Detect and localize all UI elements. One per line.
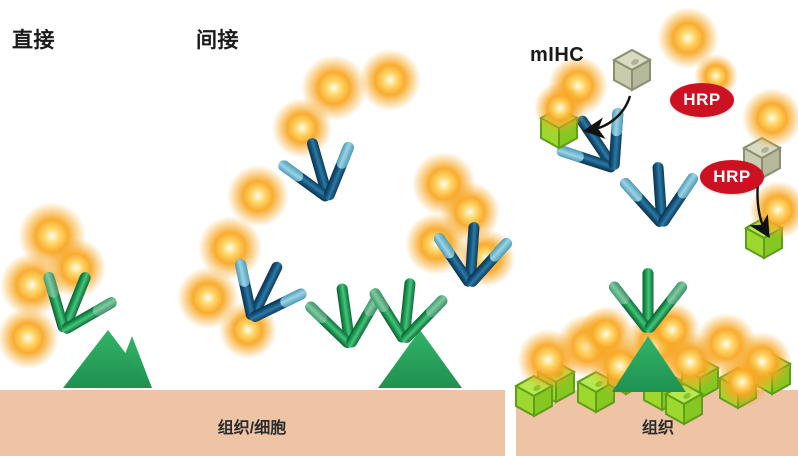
panel-label-mihc: mIHC	[530, 44, 585, 66]
antigen-triangle-right	[612, 336, 686, 392]
panel-mihc-artwork	[515, 7, 798, 425]
primary-antibody-indirect-2	[362, 274, 452, 350]
substrate-cube-converted-2	[745, 217, 783, 259]
tissue-label-left: 组织/细胞	[217, 420, 287, 437]
panel-indirect-artwork	[177, 49, 516, 388]
secondary-antibody-mihc	[616, 159, 704, 232]
hrp-badge-lower: HRP	[700, 160, 764, 194]
secondary-antibody-indirect-1	[271, 127, 370, 215]
panel-label-indirect: 间接	[196, 29, 239, 52]
hrp-badge-upper: HRP	[670, 83, 734, 117]
conversion-arrow-left	[582, 95, 632, 139]
panel-direct-artwork	[0, 202, 152, 388]
substrate-cube-inactive-1	[613, 49, 651, 91]
fluorophore-group-mihc-free	[534, 7, 798, 239]
tissue-band-left	[0, 390, 505, 456]
tissue-label-right: 组织	[641, 420, 675, 437]
fluorophore-group-direct	[0, 202, 106, 369]
antigen-triangle-left	[63, 330, 152, 388]
primary-antibody-mihc	[606, 268, 690, 335]
primary-antibody-indirect	[300, 277, 392, 356]
secondary-antibody-indirect-2	[212, 244, 317, 341]
substrate-cube-converted-1	[540, 107, 578, 149]
antigen-triangle-middle	[378, 330, 462, 388]
conversion-arrow-right	[749, 181, 770, 239]
fluorophore-group-indirect	[177, 49, 515, 359]
primary-antibody-direct	[23, 257, 126, 351]
secondary-antibody-mihc-2	[545, 93, 651, 196]
panel-label-direct: 直接	[12, 29, 55, 52]
secondary-antibody-indirect-3	[428, 219, 516, 292]
